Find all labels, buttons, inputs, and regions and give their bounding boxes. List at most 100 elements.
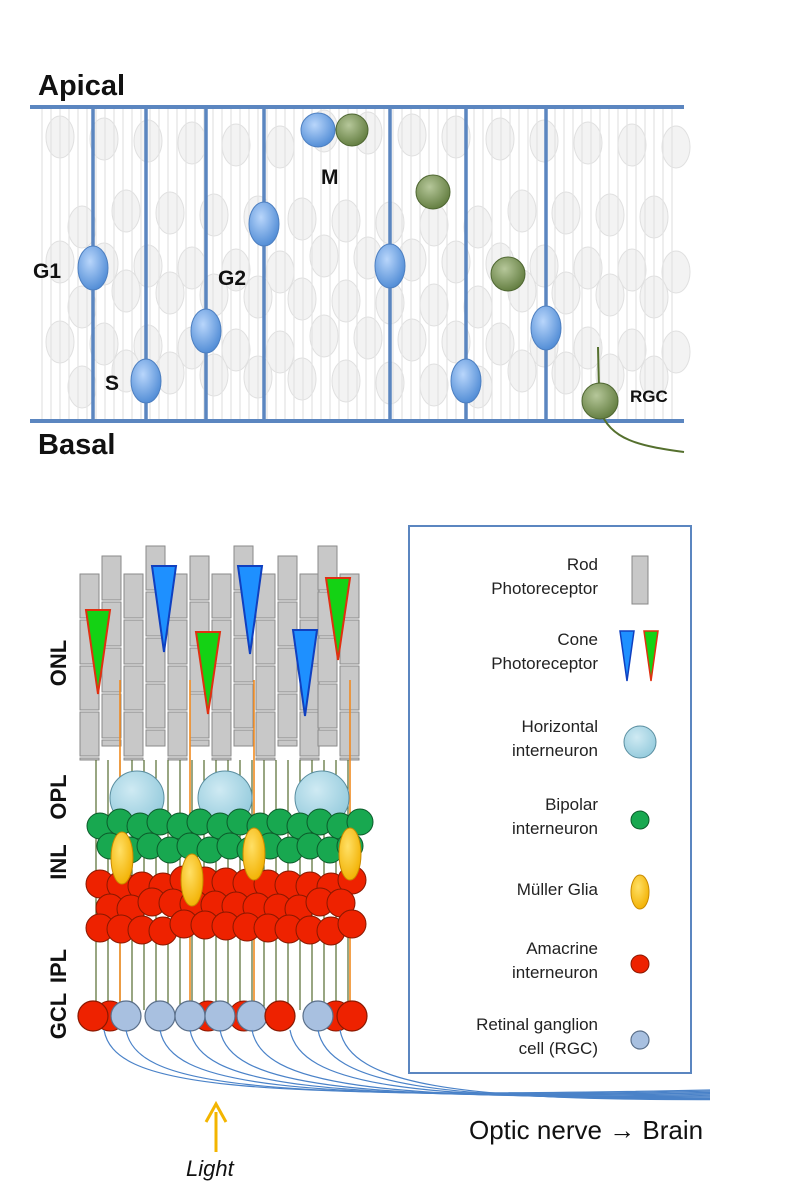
rod-segment [145, 729, 166, 747]
rod-segment [101, 555, 122, 601]
layer-label-onl: ONL [46, 640, 71, 686]
progenitor-nucleus [374, 243, 406, 289]
ghost-cell [573, 326, 603, 370]
muller-glia-icon [630, 874, 650, 910]
retinal-ganglion-cell [204, 1000, 236, 1032]
ghost-cell [331, 279, 361, 323]
ganglion-cell-layer [77, 1000, 368, 1032]
progenitor-nucleus [450, 358, 482, 404]
ghost-cell [595, 273, 625, 317]
ghost-cell [221, 123, 251, 167]
phase-label-s: S [105, 372, 119, 395]
progenitor-nucleus [248, 201, 280, 247]
light-label: Light [186, 1156, 235, 1181]
ghost-cell [287, 197, 317, 241]
ghost-cell [551, 351, 581, 395]
ghost-cell [287, 277, 317, 321]
rod-segment [299, 711, 320, 757]
ghost-cell [661, 330, 691, 374]
displaced-amacrine-cell [336, 1000, 368, 1032]
rod-segment [277, 647, 298, 693]
ghost-cell [309, 234, 339, 278]
ghost-cell [419, 283, 449, 327]
rod-segment [189, 555, 210, 601]
rod-segment [277, 601, 298, 647]
rod-segment [101, 739, 122, 747]
ghost-cell [573, 121, 603, 165]
retinal-ganglion-cell [174, 1000, 206, 1032]
amacrine-cell-icon [630, 954, 650, 974]
legend-label-line1: Rod [567, 555, 598, 574]
ghost-cell [89, 322, 119, 366]
rod-segment [123, 619, 144, 665]
rod-segment [211, 711, 232, 757]
basal-label: Basal [38, 429, 115, 461]
ghost-cell [155, 271, 185, 315]
legend-box [408, 525, 692, 1074]
retinal-ganglion-cell [110, 1000, 142, 1032]
rgc-label: RGC [630, 387, 668, 406]
ghost-cell [419, 203, 449, 247]
ghost-cell [111, 189, 141, 233]
rod-segment [255, 665, 276, 711]
rod-segment [189, 739, 210, 747]
rod-segment [123, 757, 144, 761]
cone-photoreceptor [194, 631, 222, 715]
progenitor-nucleus [130, 358, 162, 404]
muller-glia-cell [180, 853, 204, 907]
layer-label-inl: INL [46, 844, 71, 879]
rod-segment [211, 573, 232, 619]
cone-photoreceptor [84, 609, 112, 695]
migrating-neuron [415, 174, 451, 210]
ghost-cell [551, 271, 581, 315]
progenitor-nucleus [190, 308, 222, 354]
rod-segment [277, 739, 298, 747]
neuroepithelium-panel: Apical Basal G1 G2 S M RGC [30, 70, 691, 461]
retinal-ganglion-cell [236, 1000, 268, 1032]
bipolar-cell [346, 808, 374, 836]
apical-label: Apical [38, 70, 125, 102]
layer-label-gcl: GCL [46, 993, 71, 1039]
ghost-cell [551, 191, 581, 235]
ghost-cell [463, 205, 493, 249]
ghost-cell [397, 113, 427, 157]
ghost-cell [353, 316, 383, 360]
ghost-cell [331, 199, 361, 243]
optic-fiber [189, 1029, 711, 1096]
rod-segment [123, 711, 144, 757]
ghost-cell [573, 246, 603, 290]
optic-nerve-label: Optic nerve → Brain [469, 1115, 703, 1145]
progenitor-nucleus [77, 245, 109, 291]
rod-segment [317, 683, 338, 729]
ghost-cell [661, 125, 691, 169]
cone-icon [619, 630, 659, 682]
horizontal-cell-icon [623, 725, 657, 759]
phase-label-g2: G2 [218, 267, 246, 290]
displaced-amacrine-cell [264, 1000, 296, 1032]
rod-segment [277, 555, 298, 601]
rod-segment [255, 711, 276, 757]
ghost-cell [331, 359, 361, 403]
muller-glia-cell [242, 827, 266, 881]
layer-label-opl: OPL [46, 774, 71, 819]
rod-segment [299, 573, 320, 619]
ghost-cell [529, 119, 559, 163]
muller-glia-cell [110, 831, 134, 885]
rod-segment [277, 693, 298, 739]
ghost-cell [265, 125, 295, 169]
cone-photoreceptors [84, 565, 352, 717]
amacrine-interneurons [85, 865, 367, 946]
rod-icon [631, 555, 649, 605]
rod-photoreceptors [79, 545, 360, 761]
cone-photoreceptor [150, 565, 178, 653]
legend-label-line1: Müller Glia [517, 880, 599, 899]
legend-label-line2: Photoreceptor [491, 654, 598, 673]
rod-segment [317, 729, 338, 747]
legend: RodPhotoreceptorConePhotoreceptorHorizon… [408, 525, 692, 1074]
phase-label-m: M [321, 166, 339, 189]
ghost-cell [419, 363, 449, 407]
